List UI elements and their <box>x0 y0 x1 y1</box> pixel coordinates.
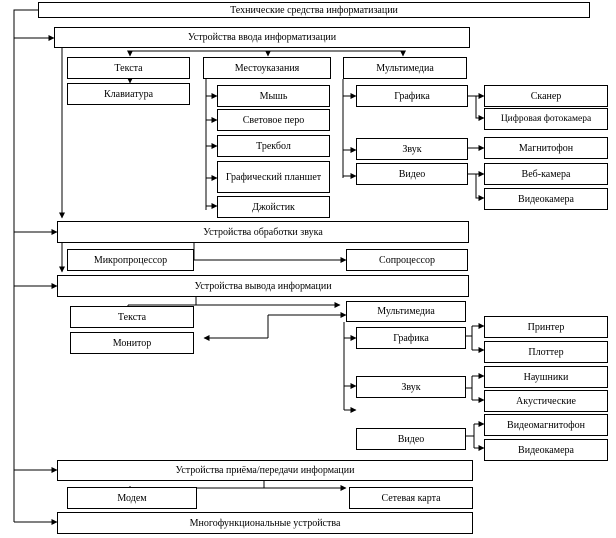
output-sound-box: Звук <box>356 376 466 398</box>
modem-box: Модем <box>67 487 197 509</box>
light-pen-box: Световое перо <box>217 109 330 131</box>
digital-camera-box: Цифровая фотокамера <box>484 108 608 130</box>
printer-box: Принтер <box>484 316 608 338</box>
positioning-box: Местоуказания <box>203 57 331 79</box>
input-devices-header: Устройства ввода информатизации <box>54 27 470 48</box>
trackball-box: Трекбол <box>217 135 330 157</box>
output-devices-header: Устройства вывода информации <box>57 275 469 297</box>
vcr-box: Видеомагнитофон <box>484 414 608 436</box>
input-multimedia-box: Мультимедиа <box>343 57 467 79</box>
acoustic-box: Акустические <box>484 390 608 412</box>
coprocessor-box: Сопроцессор <box>346 249 468 271</box>
input-video-camera-box: Видеокамера <box>484 188 608 210</box>
output-video-camera-box: Видеокамера <box>484 439 608 461</box>
diagram-title: Технические средства информатизации <box>38 2 590 18</box>
output-graphics-box: Графика <box>356 327 466 349</box>
mouse-box: Мышь <box>217 85 330 107</box>
keyboard-box: Клавиатура <box>67 83 190 105</box>
microprocessor-box: Микропроцессор <box>67 249 194 271</box>
transfer-devices-header: Устройства приёма/передачи информации <box>57 460 473 481</box>
tape-recorder-box: Магнитофон <box>484 137 608 159</box>
processing-devices-header: Устройства обработки звука <box>57 221 469 243</box>
scanner-box: Сканер <box>484 85 608 107</box>
network-card-box: Сетевая карта <box>349 487 473 509</box>
output-text-box: Текста <box>70 306 194 328</box>
input-graphics-box: Графика <box>356 85 468 107</box>
plotter-box: Плоттер <box>484 341 608 363</box>
webcam-box: Веб-камера <box>484 163 608 185</box>
input-text-box: Текста <box>67 57 190 79</box>
multifunction-devices-header: Многофункциональные устройства <box>57 512 473 534</box>
output-multimedia-box: Мультимедиа <box>346 301 466 322</box>
joystick-box: Джойстик <box>217 196 330 218</box>
input-sound-box: Звук <box>356 138 468 160</box>
monitor-box: Монитор <box>70 332 194 354</box>
graphics-tablet-box: Графический планшет <box>217 161 330 193</box>
headphones-box: Наушники <box>484 366 608 388</box>
input-video-box: Видео <box>356 163 468 185</box>
output-video-box: Видео <box>356 428 466 450</box>
